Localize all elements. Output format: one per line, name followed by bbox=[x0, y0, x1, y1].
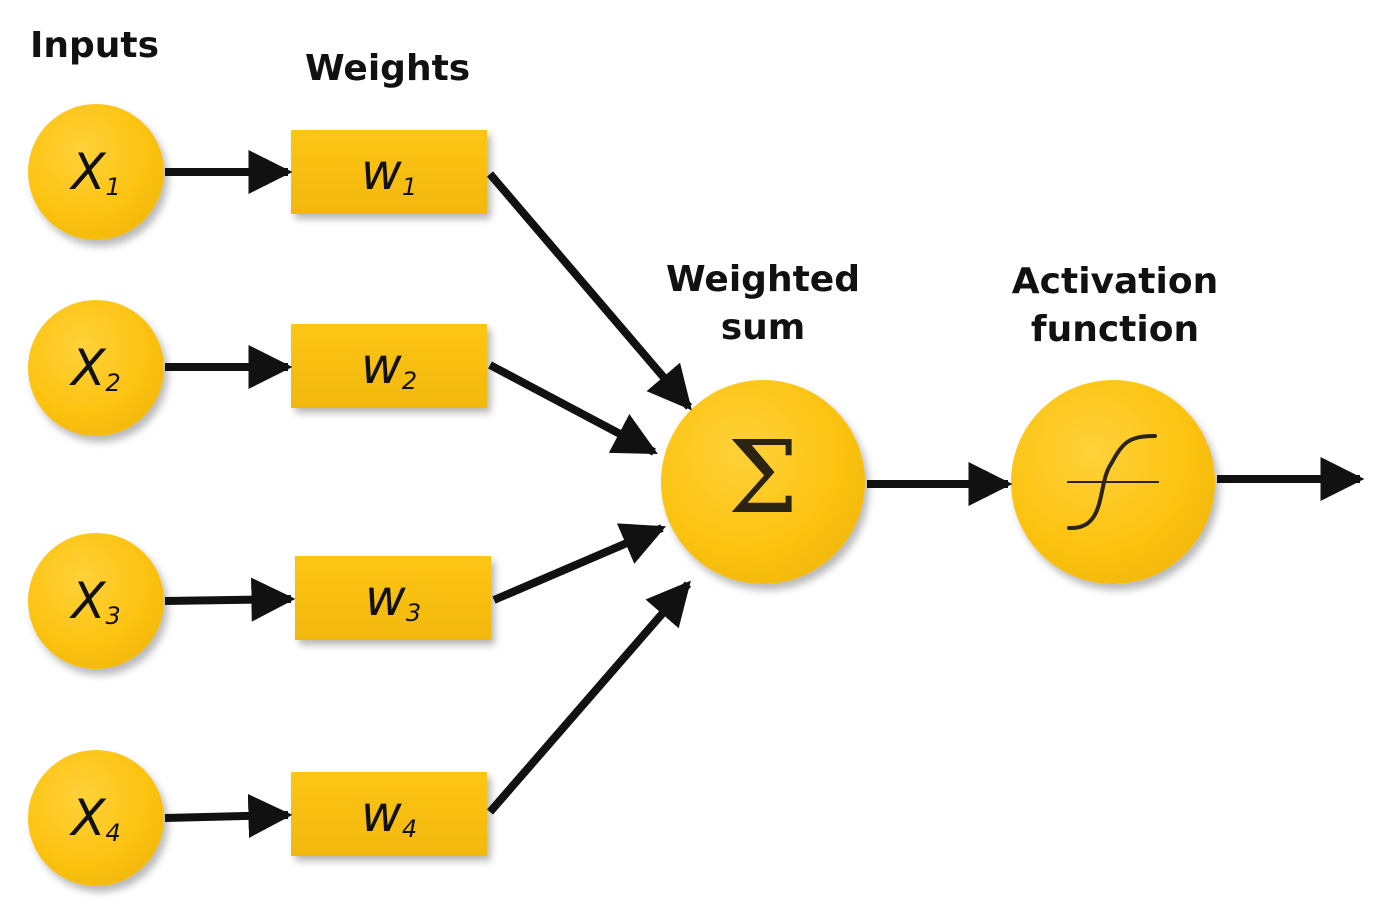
sigma-icon: Σ bbox=[727, 418, 799, 536]
weight-box-w3: w3 bbox=[295, 556, 491, 640]
arrow-w2-sum bbox=[488, 361, 658, 456]
weight-symbol: w2 bbox=[360, 337, 418, 395]
input-node-x4: X4 bbox=[28, 750, 164, 886]
arrow-x3-w3 bbox=[164, 577, 296, 622]
input-node-x2: X2 bbox=[28, 300, 164, 436]
weight-box-w2: w2 bbox=[291, 324, 487, 408]
weighted-sum-heading: Weighted sum bbox=[663, 256, 863, 351]
weighted-sum-heading-line2: sum bbox=[720, 306, 806, 348]
input-node-x1: X1 bbox=[28, 104, 164, 240]
input-node-x3: X3 bbox=[28, 533, 164, 669]
activation-heading-line1: Activation bbox=[1011, 261, 1219, 302]
weight-symbol: w4 bbox=[360, 785, 418, 843]
input-symbol: X2 bbox=[71, 339, 121, 397]
arrow-x4-w4 bbox=[164, 793, 293, 838]
weight-symbol: w1 bbox=[360, 143, 418, 201]
arrow-w3-sum bbox=[492, 523, 667, 604]
arrow-w4-sum bbox=[486, 580, 692, 815]
input-symbol: X1 bbox=[71, 143, 121, 201]
input-symbol: X3 bbox=[71, 572, 121, 630]
sigmoid-curve-icon bbox=[1067, 434, 1159, 531]
inputs-heading: Inputs bbox=[30, 25, 160, 66]
arrow-w1-sum bbox=[486, 171, 693, 411]
weight-box-w4: w4 bbox=[291, 772, 487, 856]
weight-symbol: w3 bbox=[364, 569, 422, 627]
weights-heading: Weights bbox=[305, 48, 471, 89]
weighted-sum-heading-line1: Weighted bbox=[666, 259, 860, 300]
activation-heading-line2: function bbox=[1030, 308, 1200, 350]
weight-box-w1: w1 bbox=[291, 130, 487, 214]
input-symbol: X4 bbox=[71, 789, 121, 847]
activation-function-heading: Activation function bbox=[1005, 258, 1225, 353]
activation-node bbox=[1011, 380, 1215, 584]
summation-node: Σ bbox=[661, 380, 865, 584]
